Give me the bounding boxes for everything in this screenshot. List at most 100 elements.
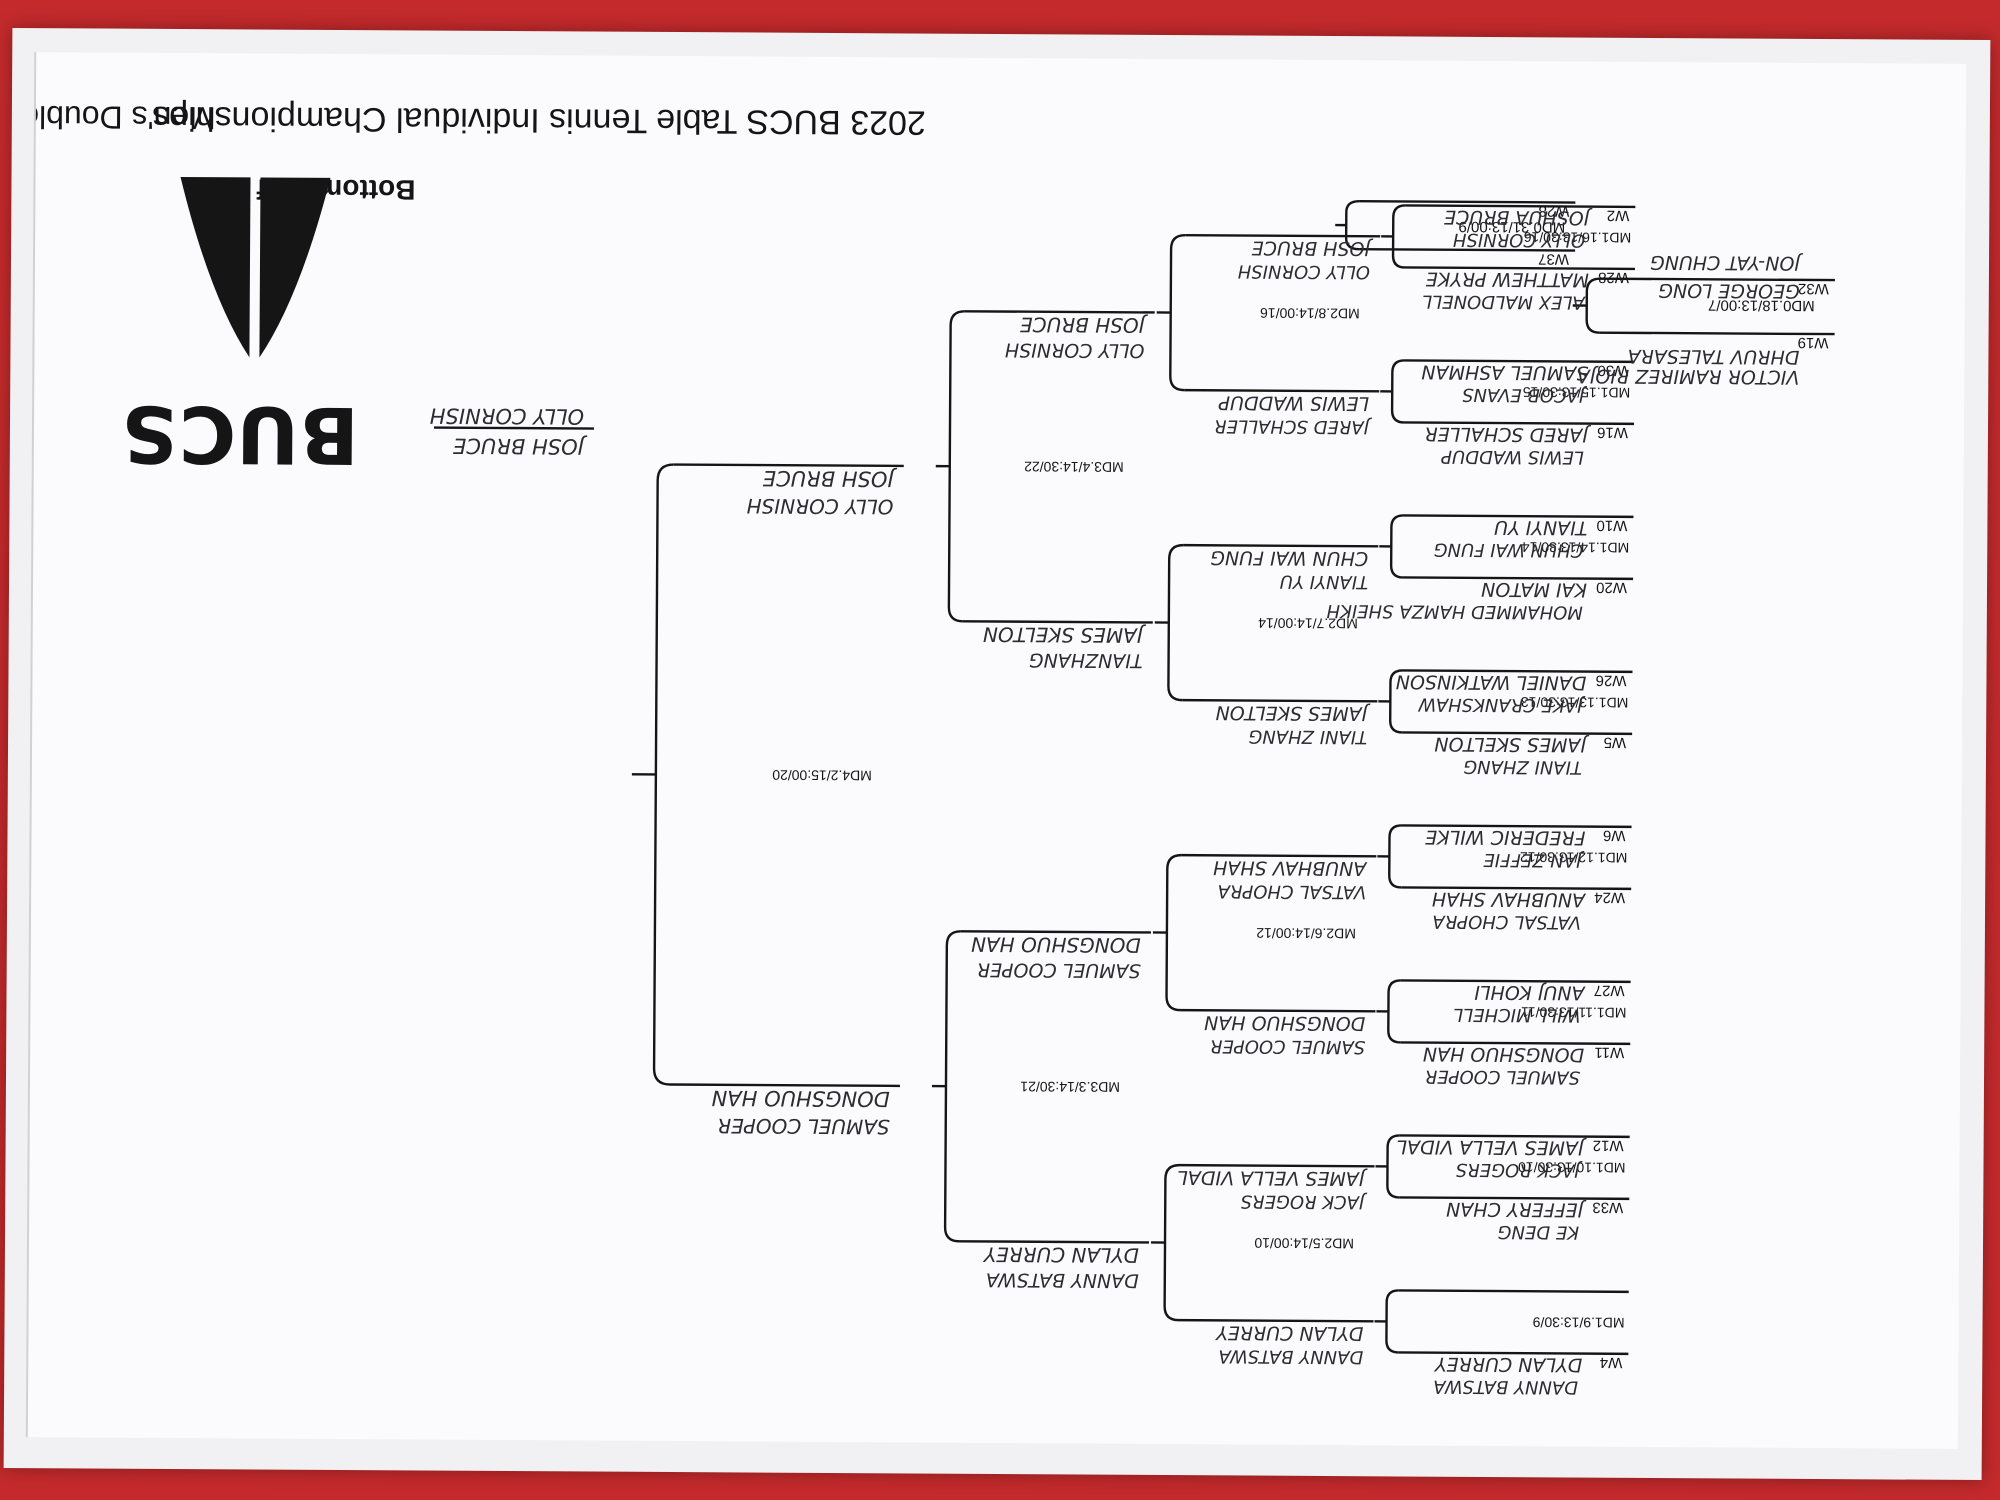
r1-match-code: MD1.11/13:30/11 [1521,1004,1627,1021]
r2-winner-name: JAMES SKELTON [1215,701,1371,724]
r1-entry-name: JARED SCHALLER [1424,423,1592,446]
event-name: Men's Doubles [28,99,216,136]
r1-seed: W16 [1597,424,1628,441]
prelim-top-name-2: VICTOR RAMIREZ RIOJA [1577,365,1800,388]
r1-seed: W10 [1597,517,1628,534]
r1-match-code: MD1.15/13:30/15 [1523,384,1631,401]
r1-entry-name: JACK ROGERS [1456,1159,1583,1181]
prelim-seed-bottom: W32 [1798,280,1829,297]
r3-winner-name: JOSH BRUCE [1020,313,1149,338]
prelim-match-code: MD0.18/13:00/7 [1708,296,1815,314]
r1-entry-name: JOSHUA BRUCE [1444,206,1593,229]
r1-entry-name: OLLY CORNISH [1452,229,1585,251]
r2-winner-name: VATSAL CHOPRA [1218,880,1367,902]
r2-winner-name: CHUN WAI FUNG [1210,546,1368,569]
logo-sail-right [180,177,251,358]
r1-entry-name: MATTHEW PRYKE [1426,268,1589,291]
prelim2-seed-top: W37 [1538,250,1569,267]
prelim-top-name-1: DHRUV TALESARA [1628,345,1800,368]
r1-entry-name: DONGSHUO HAN [1423,1043,1584,1066]
r1-entry-name: TIANI ZHANG [1463,756,1582,778]
prelim2-match-code: MD0.31/13:00/9 [1458,218,1565,236]
r2-match-code: MD2.8/14:00/16 [1260,305,1360,322]
r1-match-code: MD1.9/13:30/9 [1532,1314,1624,1331]
r3-winner-name: OLLY CORNISH [1005,339,1145,362]
bracket-sheet: 2023 BUCS Table Tennis Individual Champi… [3,27,1991,1481]
prelim-bottom-name-1: GEORGE LONG [1658,279,1800,302]
r1-seed: W24 [1594,889,1625,906]
r1-entry-name: KAI MATON [1481,578,1587,601]
r2-winner-name: JARED SCHALLER [1214,415,1372,437]
r1-match-code: MD1.12/13:30/12 [1520,849,1628,866]
r4-winner-name: DONGSHUO HAN [711,1086,890,1111]
r1-entry-name: LEWIS WADDUP [1441,446,1584,468]
r1-entry-name: ANUJ KOHLI [1474,981,1587,1004]
r1-seed: W5 [1604,734,1627,751]
r1-entry-name: VATSAL CHOPRA [1432,911,1581,933]
bracket-svg: 2023 BUCS Table Tennis Individual Champi… [28,99,1835,1398]
r1-seed: W27 [1594,982,1625,999]
r2-winner-name: OLLY CORNISH [1237,260,1370,282]
r1-match-code: MD1.10/13:30/10 [1518,1159,1626,1176]
r2-winner-name: JAMES VELLA VIDAL [1177,1166,1368,1189]
prelim2-seed-bottom: W28 [1538,202,1569,219]
r4-winner-name: JOSH BRUCE [762,466,898,491]
r1-entry-name: KE DENG [1497,1221,1579,1242]
prelim-seed-top: W19 [1798,334,1829,351]
r1-entry-name: JACOB EVANS [1462,384,1587,406]
printed-labels: MD0.18/13:00/7 W19 W32 MD0.31/13:00/9 W3… [1458,202,1829,351]
r4-match-code: MD4.2/15:00/20 [772,767,872,784]
r1-match-code: MD1.16/13:30/16 [1523,229,1631,246]
r2-winner-name: JACK ROGERS [1241,1190,1368,1212]
final-winner-name-2: OLLY CORNISH [430,404,585,429]
logo-wordmark: BUCS [121,388,359,479]
r2-winner-name: LEWIS WADDUP [1218,391,1369,414]
r1-match-code: MD1.13/13:30/13 [1521,694,1629,711]
r3-winner-name: DONGSHUO HAN [971,932,1141,957]
r1-seed: W33 [1592,1199,1623,1216]
r1-entry-name: JEFFERY CHAN [1446,1198,1587,1221]
r1-entry-name: SAMUEL COOPER [1425,1066,1580,1088]
r3-match-code: MD3.3/14:30/21 [1020,1079,1120,1096]
bucs-logo: BUCS [121,177,359,479]
r3-winner-name: DANNY BATSWA [986,1268,1139,1291]
r1-entry-name: JAN ZEFFIE [1483,849,1585,871]
logo-sail [259,177,331,358]
r2-winner-name: DONGSHUO HAN [1204,1011,1365,1034]
r1-seed: W4 [1600,1354,1623,1371]
r2-match-code: MD2.5/14:00/10 [1254,1235,1354,1252]
prelim-bottom-name-2: JON-YAT CHUNG [1650,251,1804,274]
final-winner-name-1: JOSH BRUCE [452,434,588,459]
r3-match-code: MD3.4/14:30/22 [1024,459,1124,476]
r3-winner-name: SAMUEL COOPER [977,958,1141,981]
r3-winner-name: JAMES SKELTON [983,622,1147,647]
r1-entry-name: FREDERIC WILKE [1425,826,1585,849]
r1-entry-name: DANIEL WATKINSON [1396,670,1587,693]
sheet-paper: 2023 BUCS Table Tennis Individual Champi… [25,52,1967,1449]
r3-winner-name: TIANZHANG [1029,649,1143,672]
sheet-title: 2023 BUCS Table Tennis Individual Champi… [152,99,926,142]
r4-winner-name: OLLY CORNISH [747,494,894,519]
r2-winner-name: ANUBHAV SHAH [1213,856,1368,879]
r1-entry-name: CHUN WAI FUNG [1433,539,1583,561]
r1-seed: W20 [1596,579,1627,596]
r1-entry-name: DYLAN CURREY [1434,1353,1583,1376]
r1-entry-name: MOHAMMED HAMZA SHEIKH [1326,600,1583,623]
r1-entry-name: WILL MICHELL [1453,1004,1580,1026]
r1-seed: W6 [1603,827,1626,844]
r1-entry-name: ALEX MALDONELL [1422,291,1586,313]
r1-seed: W12 [1593,1137,1624,1154]
r2-winner-name: DANNY BATSWA [1218,1345,1363,1367]
r1-seed: W11 [1594,1044,1624,1061]
r1-entry-name: JAKE CRANKSHAW [1417,694,1585,716]
r1-entry-name: DANNY BATSWA [1433,1376,1578,1398]
r1-entry-name: JAMES VELLA VIDAL [1396,1135,1587,1158]
r1-seed: W30 [1597,362,1628,379]
r1-entry-name: TIANYI YU [1494,516,1587,539]
r1-seed: W2 [1607,207,1630,224]
r1-entry-name: ANUBHAV SHAH [1432,888,1587,911]
